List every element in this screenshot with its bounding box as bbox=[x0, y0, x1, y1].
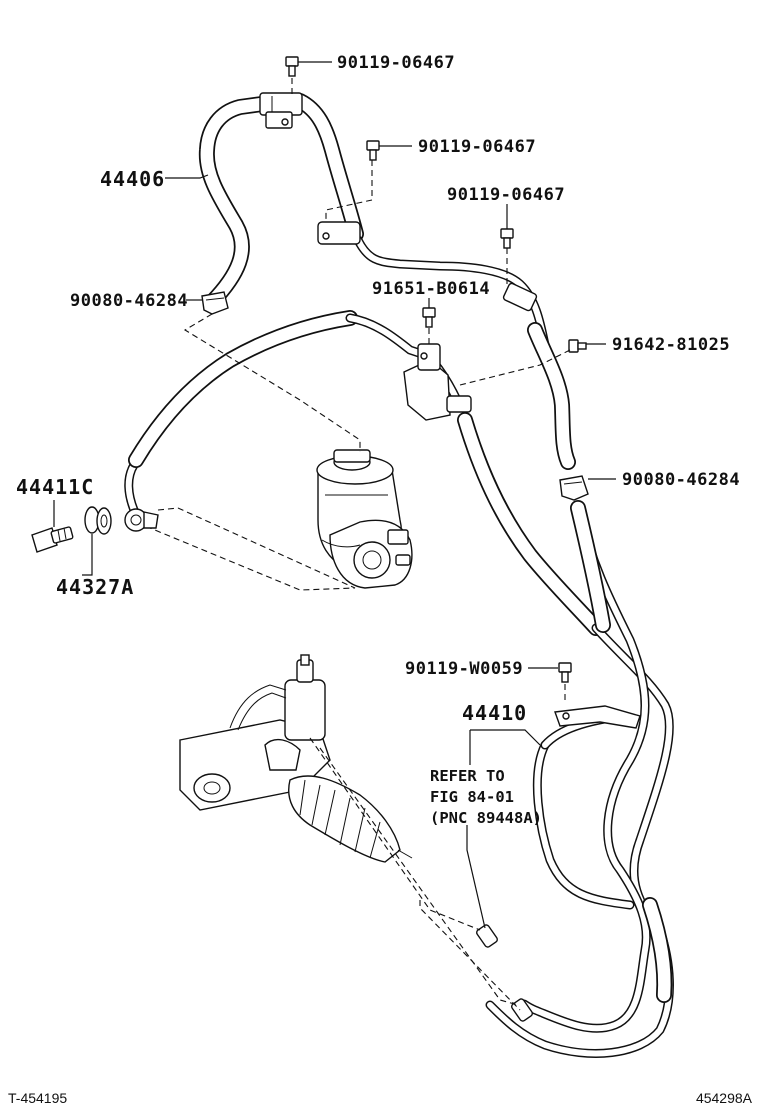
return-hose-right bbox=[527, 322, 576, 470]
callout-clamp-left: 90080-46284 bbox=[70, 291, 188, 311]
illustration-code-left: T-454195 bbox=[8, 1090, 68, 1106]
callout-bolt-91651: 91651-B0614 bbox=[372, 279, 490, 299]
steering-rack-icon bbox=[179, 654, 413, 863]
bolt-icon bbox=[568, 339, 587, 353]
note-line-1: REFER TO bbox=[430, 767, 505, 785]
clamp-left-icon bbox=[201, 291, 229, 315]
bolt-icon bbox=[285, 56, 299, 77]
joint-fitting-right bbox=[502, 282, 538, 312]
union-bolt-icon bbox=[31, 526, 74, 553]
callout-clamp-right: 90080-46284 bbox=[622, 470, 740, 490]
banjo-fitting-icon bbox=[124, 508, 159, 532]
joint-fitting-mid bbox=[317, 221, 361, 245]
bolt-icon bbox=[500, 228, 514, 249]
return-tube-lower bbox=[519, 500, 651, 1033]
callout-bolt-right: 90119-06467 bbox=[447, 185, 565, 205]
callout-bolt-mid: 90119-06467 bbox=[418, 137, 536, 157]
callout-gasket: 44327A bbox=[56, 575, 134, 599]
bolt-icon bbox=[366, 140, 380, 161]
hose-bracket bbox=[403, 343, 472, 421]
bolt-icon bbox=[558, 662, 572, 683]
bolt-icon bbox=[422, 307, 436, 328]
note-line-2: FIG 84-01 bbox=[430, 788, 514, 806]
leader-lines bbox=[53, 61, 616, 929]
illustration-code-right: 454298A bbox=[695, 1090, 752, 1106]
pressure-tube-branch bbox=[532, 711, 635, 910]
return-tube-upper bbox=[353, 235, 550, 350]
tube-end-fittings bbox=[476, 924, 533, 1022]
power-steering-pump-icon bbox=[316, 449, 413, 589]
joint-fitting-top bbox=[259, 92, 303, 129]
pressure-hose bbox=[124, 310, 604, 636]
return-hose-44406 bbox=[198, 93, 364, 310]
tube-bracket-44410 bbox=[554, 705, 641, 729]
connection-dashes bbox=[149, 78, 571, 1011]
hose-segments-lower bbox=[570, 500, 673, 1003]
callout-bolt-w0059: 90119-W0059 bbox=[405, 659, 523, 679]
callout-tube-44410: 44410 bbox=[462, 701, 527, 725]
note-line-3: (PNC 89448A) bbox=[430, 809, 542, 827]
gasket-icon bbox=[84, 506, 112, 535]
callout-union-bolt: 44411C bbox=[16, 475, 94, 499]
clamp-right-icon bbox=[559, 475, 589, 501]
callout-hose-44406: 44406 bbox=[100, 167, 165, 191]
callout-bolt-91642: 91642-81025 bbox=[612, 335, 730, 355]
callout-bolt-top: 90119-06467 bbox=[337, 53, 455, 73]
